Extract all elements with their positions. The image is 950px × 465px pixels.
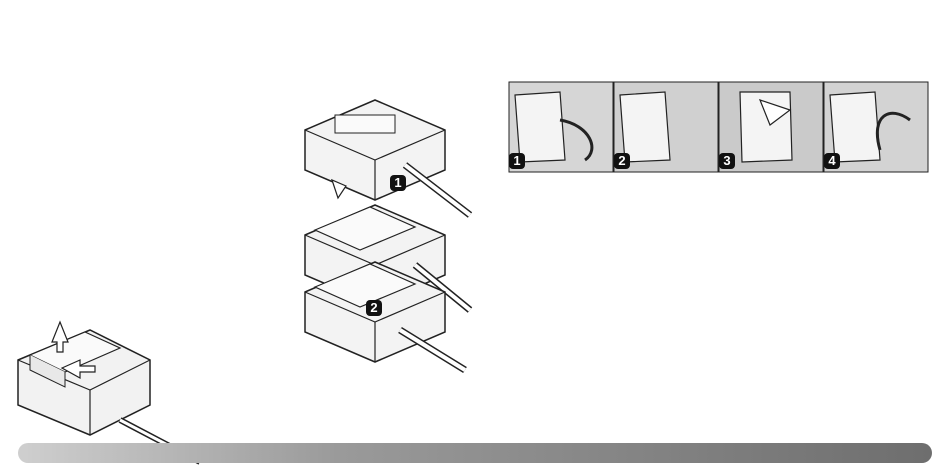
charger-insert-illustration <box>305 100 470 370</box>
charger-removal-illustration <box>18 322 200 462</box>
battery-step-3-badge: 3 <box>719 153 735 169</box>
charger-step-1-badge: 1 <box>390 175 406 191</box>
battery-step-1-badge: 1 <box>509 153 525 169</box>
charger-step-2-badge: 2 <box>366 300 382 316</box>
battery-step-4-badge: 4 <box>824 153 840 169</box>
battery-step-2-badge: 2 <box>614 153 630 169</box>
